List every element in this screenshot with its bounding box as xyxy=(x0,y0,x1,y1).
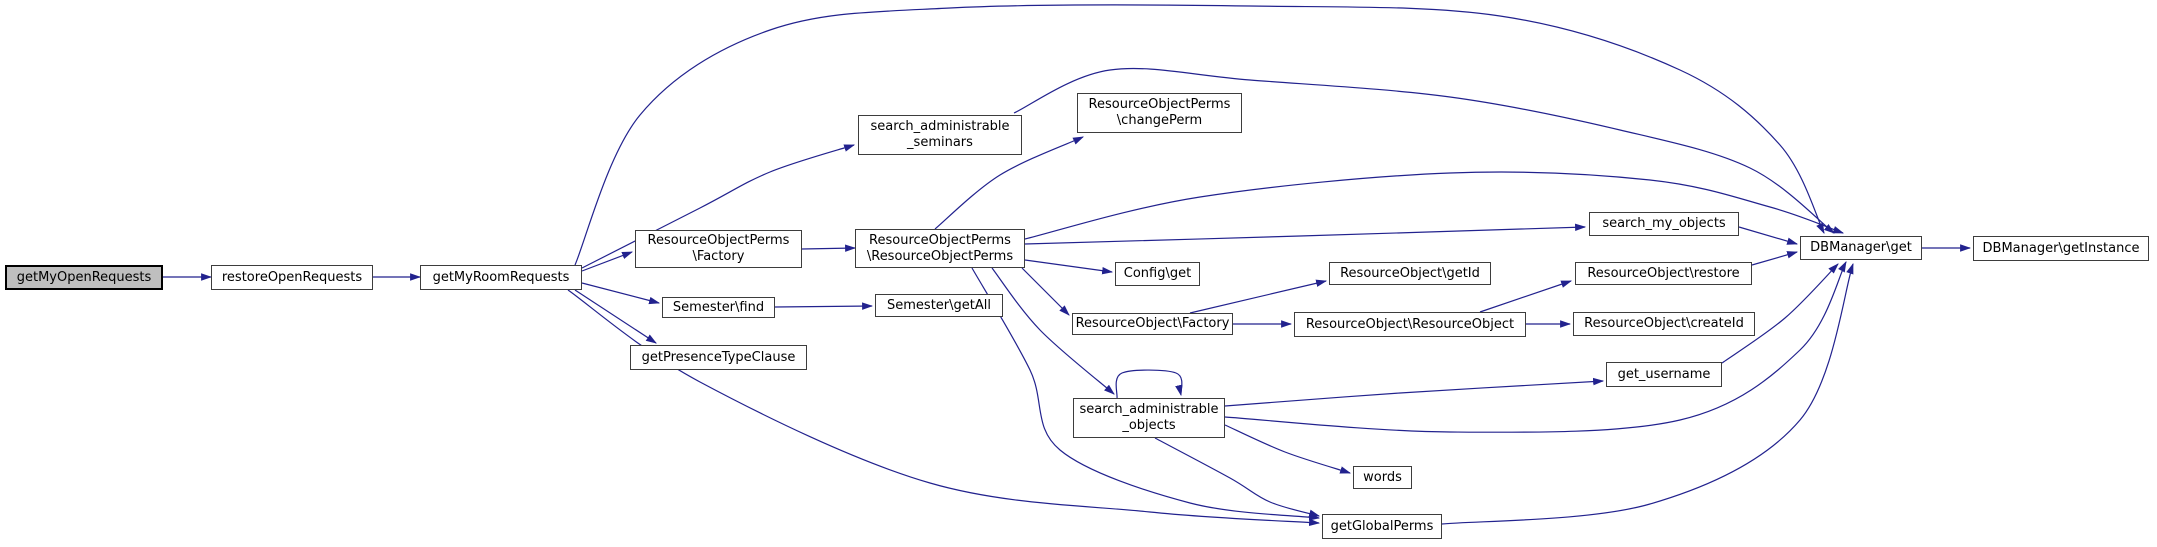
edge-search_administrable_objects-to-search_administrable_objects xyxy=(1115,369,1183,399)
node-search_my_objects[interactable]: search_my_objects xyxy=(1589,212,1739,236)
edge-ResourceObjectPerms_ResourceObjectPerms-to-Config_get xyxy=(1024,259,1114,275)
node-ResourceObject_createId[interactable]: ResourceObject\createId xyxy=(1573,312,1755,336)
edge-get_username-to-DBManager_get xyxy=(1721,263,1839,364)
node-getMyOpenRequests: getMyOpenRequests xyxy=(5,265,163,290)
edge-search_my_objects-to-DBManager_get xyxy=(1738,226,1799,245)
node-search_administrable_objects[interactable]: search_administrable _objects xyxy=(1073,398,1225,438)
node-Semester_getAll[interactable]: Semester\getAll xyxy=(875,294,1003,317)
edge-getMyRoomRequests-to-DBManager_get xyxy=(574,4,1825,266)
node-restoreOpenRequests[interactable]: restoreOpenRequests xyxy=(211,265,373,290)
node-getGlobalPerms[interactable]: getGlobalPerms xyxy=(1322,514,1442,539)
edge-search_administrable_objects-to-DBManager_get xyxy=(1224,261,1847,433)
edge-getMyRoomRequests-to-getPresenceTypeClause xyxy=(574,289,657,344)
edge-search_administrable_seminars-to-DBManager_get xyxy=(1013,67,1835,234)
edge-ResourceObjectPerms_ResourceObjectPerms-to-ResourceObject_Factory xyxy=(1021,267,1070,316)
node-ResourceObject_Factory[interactable]: ResourceObject\Factory xyxy=(1072,313,1233,335)
edge-ResourceObjectPerms_ResourceObjectPerms-to-search_my_objects xyxy=(1024,223,1587,245)
node-DBManager_get[interactable]: DBManager\get xyxy=(1800,236,1922,260)
node-get_username[interactable]: get_username xyxy=(1606,362,1722,387)
edge-ResourceObjectPerms_Factory-to-ResourceObjectPerms_ResourceObjectPerms xyxy=(801,244,857,252)
edge-ResourceObjectPerms_ResourceObjectPerms-to-getGlobalPerms xyxy=(971,267,1321,521)
node-ResourceObjectPerms_ResourceObjectPerms[interactable]: ResourceObjectPerms \ResourceObjectPerms xyxy=(855,229,1025,268)
node-words[interactable]: words xyxy=(1353,466,1412,489)
edge-ResourceObject_ResourceObject-to-ResourceObject_restore xyxy=(1479,280,1573,313)
node-ResourceObject_restore[interactable]: ResourceObject\restore xyxy=(1575,262,1752,285)
edge-getGlobalPerms-to-DBManager_get xyxy=(1441,262,1854,525)
edge-getMyRoomRequests-to-search_administrable_seminars xyxy=(581,144,856,269)
edge-Semester_find-to-Semester_getAll xyxy=(774,302,874,310)
edge-ResourceObject_restore-to-DBManager_get xyxy=(1751,251,1799,266)
node-getMyRoomRequests[interactable]: getMyRoomRequests xyxy=(420,265,582,290)
node-ResourceObjectPerms_changePerm[interactable]: ResourceObjectPerms \changePerm xyxy=(1077,93,1242,133)
edge-ResourceObject_Factory-to-ResourceObject_getId xyxy=(1189,279,1328,314)
edge-search_administrable_objects-to-words xyxy=(1224,424,1352,474)
node-Config_get[interactable]: Config\get xyxy=(1115,262,1200,286)
node-getPresenceTypeClause[interactable]: getPresenceTypeClause xyxy=(630,345,807,370)
edge-ResourceObjectPerms_ResourceObjectPerms-to-search_administrable_objects xyxy=(991,267,1115,395)
edge-getMyRoomRequests-to-Semester_find xyxy=(581,282,661,305)
edge-ResourceObjectPerms_ResourceObjectPerms-to-ResourceObjectPerms_changePerm xyxy=(934,136,1085,230)
node-ResourceObject_ResourceObject[interactable]: ResourceObject\ResourceObject xyxy=(1294,312,1526,337)
edge-getMyRoomRequests-to-ResourceObjectPerms_Factory xyxy=(581,251,634,272)
edge-ResourceObjectPerms_ResourceObjectPerms-to-DBManager_get xyxy=(1024,171,1845,240)
edge-search_administrable_objects-to-getGlobalPerms xyxy=(1154,437,1321,517)
node-DBManager_getInstance[interactable]: DBManager\getInstance xyxy=(1973,236,2149,261)
edge-search_administrable_objects-to-get_username xyxy=(1224,377,1605,407)
node-Semester_find[interactable]: Semester\find xyxy=(662,297,775,318)
node-ResourceObjectPerms_Factory[interactable]: ResourceObjectPerms \Factory xyxy=(635,230,802,268)
node-ResourceObject_getId[interactable]: ResourceObject\getId xyxy=(1329,262,1491,285)
node-search_administrable_seminars[interactable]: search_administrable _seminars xyxy=(858,115,1022,155)
